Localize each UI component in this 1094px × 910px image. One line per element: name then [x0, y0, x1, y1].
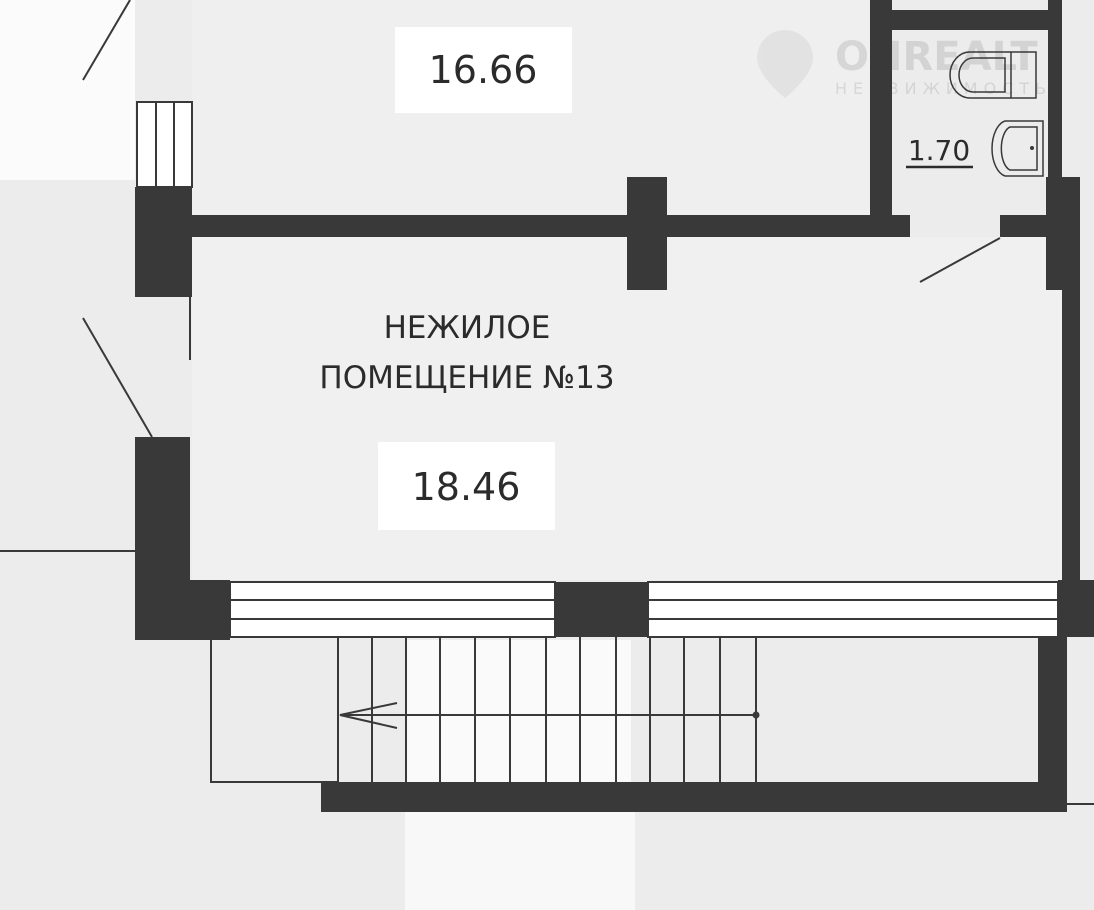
svg-text:ONREALT: ONREALT — [835, 34, 1038, 80]
arrow-start-dot — [752, 711, 760, 719]
window-bottom-left — [229, 581, 556, 638]
wall — [1062, 290, 1080, 580]
wall — [892, 10, 1048, 30]
main-room — [192, 237, 1062, 580]
door-swing-line — [82, 0, 131, 81]
room-title-line2: ПОМЕЩЕНИЕ №13 — [319, 360, 614, 396]
svg-text:НЕДВИЖИМОСТЬ: НЕДВИЖИМОСТЬ — [835, 79, 1052, 98]
arrow-head-icon — [339, 702, 398, 729]
door-swing-line — [82, 317, 153, 438]
area-label-box — [395, 27, 572, 113]
wall — [1000, 215, 1048, 237]
wall — [192, 215, 910, 237]
wall-pillar — [627, 177, 667, 290]
wall — [1048, 0, 1062, 180]
wall-pillar — [135, 187, 192, 297]
area-label-box — [378, 442, 555, 530]
window-top-left — [136, 101, 193, 188]
window-bottom-right — [647, 581, 1059, 638]
main-room-area: 18.46 — [412, 465, 521, 509]
wall — [1058, 580, 1094, 637]
staircase — [337, 637, 757, 782]
bathroom-area: 1.70 — [908, 134, 970, 167]
wall-corner — [135, 580, 230, 640]
upper-room-area: 16.66 — [429, 48, 538, 92]
wall — [870, 0, 892, 237]
sink-icon — [991, 120, 1044, 177]
wall — [1046, 177, 1080, 290]
wall — [1038, 637, 1067, 812]
wall — [321, 782, 1067, 812]
door-swing-line — [919, 237, 1001, 283]
toilet-icon — [949, 51, 1037, 99]
room-title-line1: НЕЖИЛОЕ — [384, 310, 551, 346]
wall-pillar — [555, 582, 648, 637]
